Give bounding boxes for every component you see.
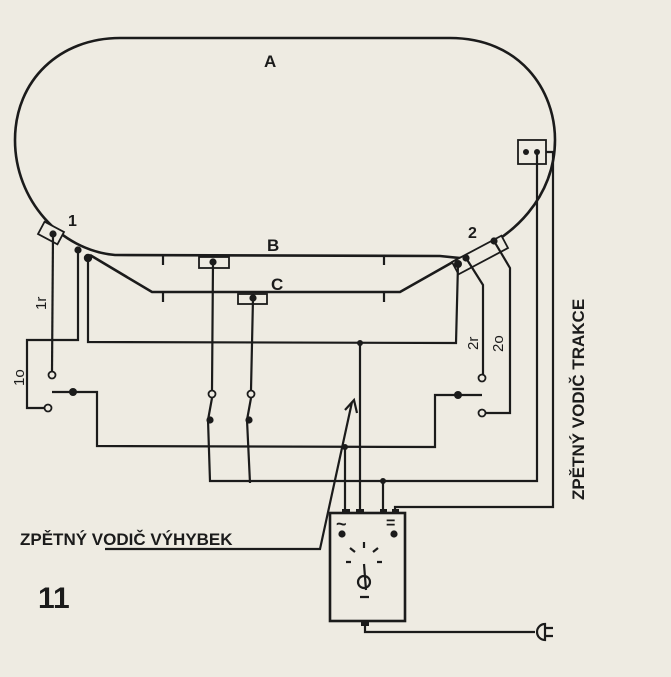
wire-traction-return bbox=[393, 150, 555, 512]
turnout-2-drive bbox=[450, 234, 510, 276]
terminal-label-2r: 2r bbox=[465, 337, 482, 350]
power-supply bbox=[328, 509, 407, 626]
switch-terminals bbox=[43, 370, 487, 418]
turnout-return-prefix: ZPĚTNÝ bbox=[20, 530, 88, 549]
wire-2r bbox=[465, 257, 485, 375]
mains-cable bbox=[363, 626, 535, 634]
feed-box-a bbox=[517, 139, 547, 165]
figure-number: 11 bbox=[38, 582, 70, 615]
turnout-label-2: 2 bbox=[468, 225, 477, 242]
track-label-b: B bbox=[267, 236, 279, 255]
ac-symbol: ~ bbox=[336, 514, 347, 534]
power-plug-icon[interactable] bbox=[535, 622, 553, 642]
track-a bbox=[13, 36, 557, 260]
wire-1o bbox=[25, 250, 80, 410]
junctions bbox=[69, 340, 462, 484]
wire-2o bbox=[485, 240, 512, 415]
wire-1r bbox=[50, 233, 55, 373]
wire-b bbox=[206, 152, 539, 483]
terminal-label-1r: 1r bbox=[33, 297, 50, 310]
turnout-label-1: 1 bbox=[68, 213, 77, 230]
track-c bbox=[89, 253, 461, 294]
wire-common bbox=[86, 258, 460, 345]
dc-symbol: = bbox=[386, 515, 395, 532]
knob-icon bbox=[356, 563, 372, 599]
turnout-1-drive bbox=[36, 220, 93, 263]
terminal-label-1o: 1o bbox=[11, 369, 28, 386]
track-label-a: A bbox=[264, 52, 276, 71]
wire-switch1 bbox=[52, 390, 482, 449]
terminal-label-2o: 2o bbox=[490, 335, 507, 352]
traction-return-label: ZPĚTNÝ VODIČ TRAKCE bbox=[569, 299, 588, 500]
turnout-return-label: ZPĚTNÝ VODIČ VÝHYBEK bbox=[20, 530, 233, 549]
insulating-joints bbox=[161, 256, 386, 302]
track-label-c: C bbox=[271, 275, 283, 294]
turnout-return-pointer bbox=[105, 397, 359, 551]
light-icon bbox=[346, 542, 382, 564]
turnout-return-underlined: VODIČ VÝHYBEK bbox=[92, 530, 233, 549]
